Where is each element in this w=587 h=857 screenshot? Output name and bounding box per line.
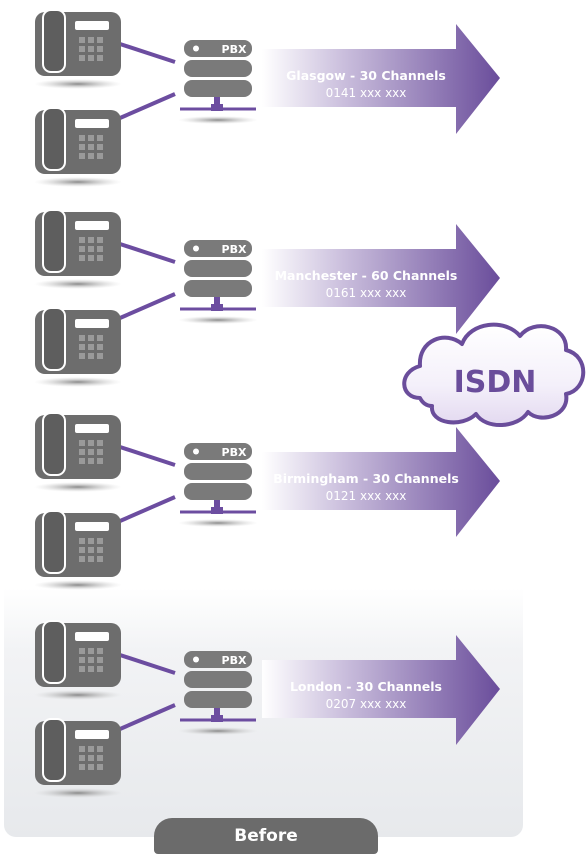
phone-icon <box>34 620 122 700</box>
phone-icon <box>34 510 122 590</box>
phone-icon <box>34 9 122 89</box>
pbx-server-icon: PBX <box>178 651 258 735</box>
channel-arrow <box>262 635 500 745</box>
site-group: PBX Glasgow - 30 Channels 0141 xxx xxx <box>34 9 500 187</box>
channel-arrow <box>262 24 500 134</box>
isdn-label: ISDN <box>454 365 537 400</box>
pbx-label: PBX <box>222 446 247 459</box>
site-group: PBX Birmingham - 30 Channels 0121 xxx xxx <box>34 412 500 590</box>
phone-icon <box>34 307 122 387</box>
before-label: Before <box>234 826 298 846</box>
pbx-server-icon: PBX <box>178 40 258 124</box>
phone-icon <box>34 412 122 492</box>
pbx-label: PBX <box>222 654 247 667</box>
site-number: 0161 xxx xxx <box>326 286 407 300</box>
connection-line <box>119 242 176 264</box>
connection-line <box>119 653 176 675</box>
connection-line <box>119 92 176 120</box>
connection-line <box>119 445 176 467</box>
pbx-label: PBX <box>222 43 247 56</box>
site-group: PBX Manchester - 60 Channels 0161 xxx xxx <box>34 209 500 387</box>
site-number: 0121 xxx xxx <box>326 489 407 503</box>
phone-icon <box>34 718 122 798</box>
channel-arrow <box>262 224 500 334</box>
site-label: London - 30 Channels <box>290 679 442 694</box>
isdn-cloud: ISDN <box>402 322 586 428</box>
pbx-server-icon: PBX <box>178 240 258 324</box>
site-group: PBX London - 30 Channels 0207 xxx xxx <box>34 620 500 798</box>
pbx-label: PBX <box>222 243 247 256</box>
site-label: Glasgow - 30 Channels <box>286 68 446 83</box>
phone-icon <box>34 209 122 289</box>
connection-line <box>119 495 176 523</box>
site-label: Birmingham - 30 Channels <box>273 471 459 486</box>
connection-line <box>119 42 176 64</box>
connection-line <box>119 292 176 320</box>
site-label: Manchester - 60 Channels <box>275 268 458 283</box>
connection-line <box>119 703 176 731</box>
channel-arrow <box>262 427 500 537</box>
phone-icon <box>34 107 122 187</box>
before-tab: Before <box>154 818 378 854</box>
site-number: 0207 xxx xxx <box>326 697 407 711</box>
site-number: 0141 xxx xxx <box>326 86 407 100</box>
pbx-server-icon: PBX <box>178 443 258 527</box>
